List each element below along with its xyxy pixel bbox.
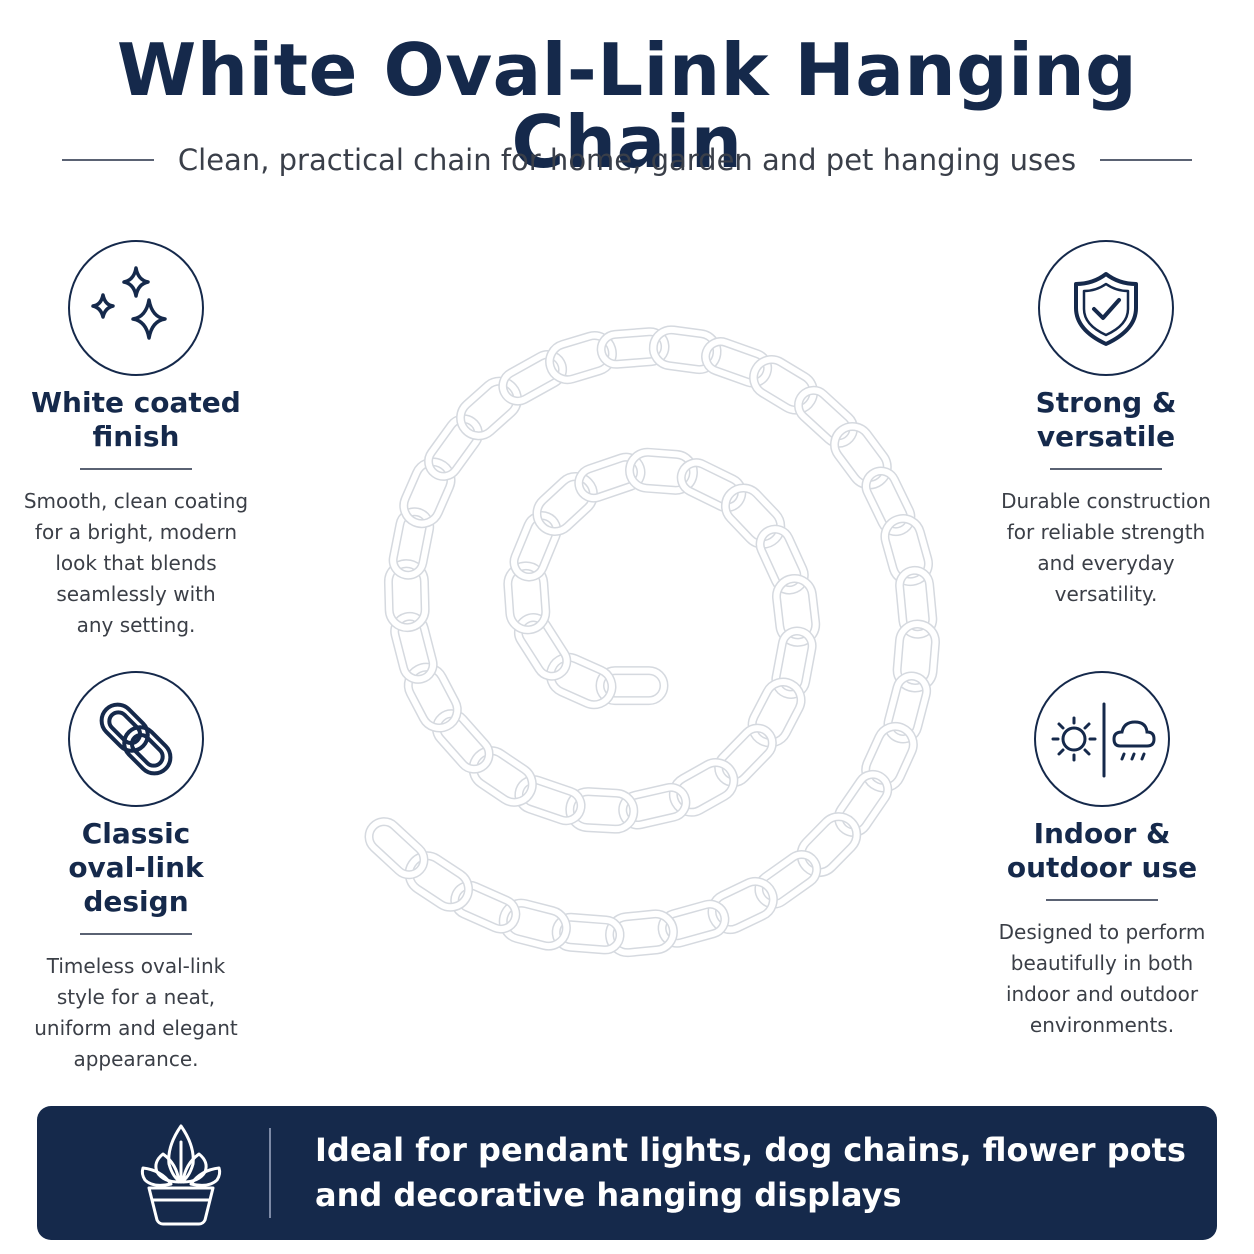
feature-white-coated-finish: White coated finish Smooth, clean coatin… <box>11 240 261 641</box>
chain-link <box>648 325 722 375</box>
feature-description: Durable construction for reliable streng… <box>1001 489 1211 606</box>
banner-divider <box>269 1128 271 1218</box>
chain-link <box>514 775 586 826</box>
chain-link <box>714 723 777 787</box>
feature-title: Strong & versatile <box>1035 386 1177 453</box>
chain-link <box>707 876 778 935</box>
feature-title: Classic oval-link design <box>68 817 204 918</box>
chain-link <box>498 350 568 406</box>
chain-link <box>388 507 435 580</box>
chain-link <box>403 662 462 733</box>
sun-rain-icon <box>1034 671 1170 807</box>
chain-link <box>754 849 822 909</box>
chain-link <box>771 626 817 699</box>
chain-link <box>830 421 892 490</box>
shield-check-icon <box>1038 240 1174 376</box>
page-title: White Oval-Link Hanging Chain <box>116 28 1138 184</box>
chain-link <box>720 483 786 549</box>
feature-description: Timeless oval-link style for a neat, uni… <box>34 954 238 1071</box>
subtitle-divider-right <box>1100 159 1193 161</box>
feature-divider <box>80 933 192 935</box>
chain-link <box>771 573 821 647</box>
chain-link <box>503 561 551 635</box>
white-chain-illustration <box>364 325 940 958</box>
chain-link <box>668 758 739 817</box>
feature-description: Designed to perform beautifully in both … <box>998 920 1206 1037</box>
chain-link <box>861 466 916 537</box>
chain-link <box>545 652 617 710</box>
chain-link <box>574 452 646 503</box>
chain-link <box>657 899 730 948</box>
chain-link <box>532 471 598 537</box>
chain-link <box>701 337 773 388</box>
chain-link <box>625 447 698 495</box>
chain-link <box>796 812 862 878</box>
chain-link <box>509 511 562 582</box>
chain-link <box>676 458 747 513</box>
chain-link <box>450 880 521 934</box>
chain-link <box>545 331 617 385</box>
chain-link <box>399 457 456 529</box>
subtitle-row: Clean, practical chain for home, garden … <box>0 140 1254 180</box>
page-subtitle: Clean, practical chain for home, garden … <box>177 143 1077 177</box>
chain-link <box>390 611 438 684</box>
uses-banner: Ideal for pendant lights, dog chains, fl… <box>37 1106 1217 1240</box>
chain-link <box>498 898 571 951</box>
chain-link <box>424 414 483 481</box>
feature-classic-oval-link: Classic oval-link design Timeless oval-l… <box>11 671 261 1075</box>
feature-title: Indoor & outdoor use <box>1006 817 1198 884</box>
chain-link <box>468 746 537 807</box>
chain-link <box>565 787 639 834</box>
chain-link <box>596 327 670 369</box>
feature-divider <box>1050 468 1162 470</box>
potted-plant-icon <box>140 1124 222 1226</box>
feature-strong-versatile: Strong & versatile Durable construction … <box>981 240 1231 610</box>
banner-text: Ideal for pendant lights, dog chains, fl… <box>315 1131 1186 1214</box>
chain-link <box>883 671 932 744</box>
chain-link <box>595 666 669 706</box>
feature-description: Smooth, clean coating for a bright, mode… <box>23 489 249 637</box>
chain-link-icon <box>68 671 204 807</box>
chain-link <box>892 619 940 693</box>
feature-title: White coated finish <box>31 386 241 453</box>
chain-link <box>618 782 691 830</box>
feature-divider <box>80 468 192 470</box>
chain-link <box>793 385 859 448</box>
chain-link <box>404 851 473 912</box>
chain-link <box>364 817 429 880</box>
subtitle-divider-left <box>61 159 154 161</box>
chain-link <box>551 912 625 955</box>
chain-link <box>895 565 938 639</box>
chain-link <box>513 613 572 681</box>
chain-link <box>747 677 806 748</box>
feature-divider <box>1046 899 1158 901</box>
chain-link <box>605 909 678 958</box>
feature-indoor-outdoor: Indoor & outdoor use Designed to perform… <box>977 671 1227 1041</box>
sparkle-icon <box>68 240 204 376</box>
chain-link <box>833 769 893 837</box>
chain-link <box>861 721 918 793</box>
chain-link <box>755 524 809 595</box>
chain-link <box>880 514 933 587</box>
chain-link <box>456 376 522 441</box>
chain-link <box>432 709 494 774</box>
chain-link <box>749 355 819 415</box>
chain-link <box>383 559 430 633</box>
